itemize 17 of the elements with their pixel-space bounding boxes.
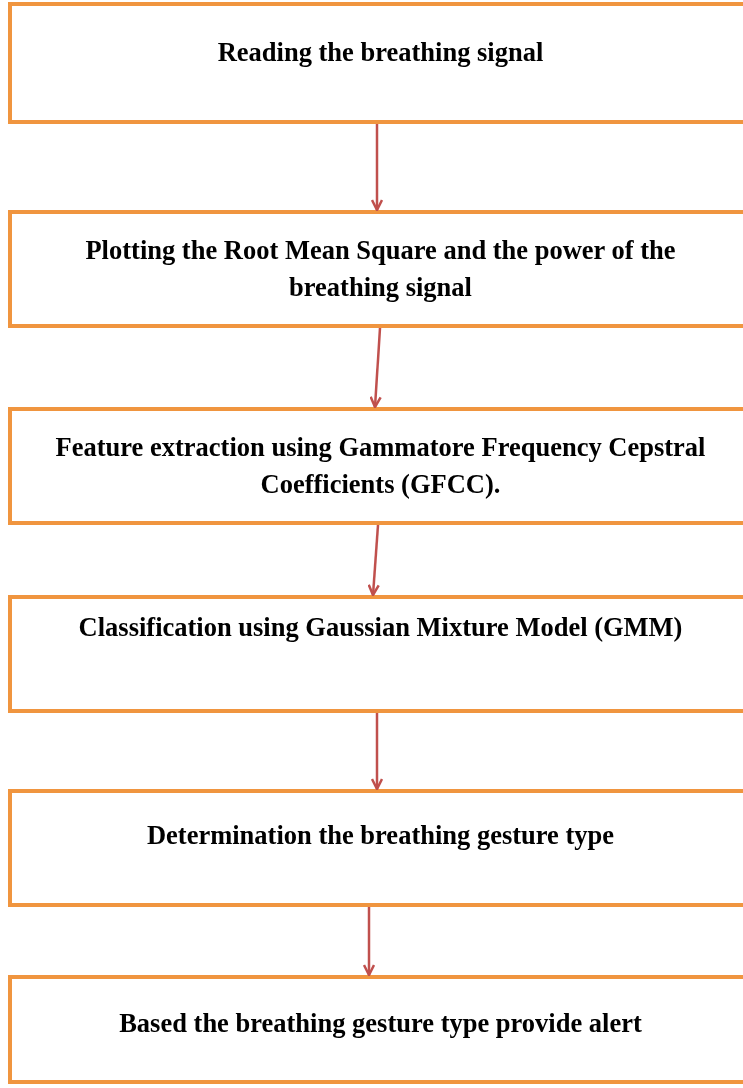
arrow [367, 524, 380, 597]
arrow [362, 907, 376, 977]
step-text: Determination the breathing gesture type [146, 819, 615, 852]
step-text: Feature extraction using Gammatore Frequency Cepstral Coefficients (GFCC). [54, 431, 707, 501]
process-box [8, 2, 743, 124]
step-text: Based the breathing gesture type provide alert [119, 1007, 642, 1040]
arrow [370, 124, 384, 212]
process-box [8, 407, 743, 525]
process-box [8, 210, 743, 328]
process-box [8, 595, 743, 713]
arrow [369, 327, 382, 409]
step-text: Plotting the Root Mean Square and the power of the breathing signal [84, 234, 677, 304]
arrow [370, 713, 384, 791]
step-text: Classification using Gaussian Mixture Model (GMM) [78, 611, 683, 644]
step-text: Reading the breathing signal [217, 36, 544, 69]
process-box [8, 975, 743, 1084]
process-box [8, 789, 743, 907]
